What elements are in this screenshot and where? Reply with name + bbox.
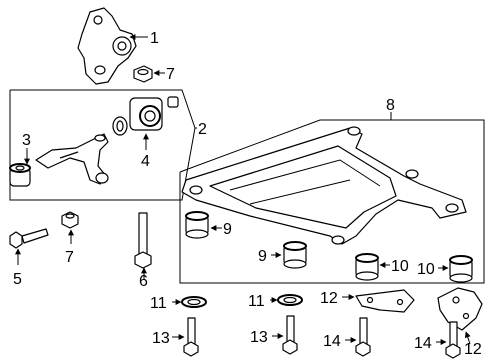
- nut-lower-part: [61, 211, 79, 229]
- callout-9-lower: 9: [258, 248, 267, 265]
- bushing-part: [9, 163, 31, 187]
- cradle-group-box: [179, 119, 485, 284]
- callout-10-right: 10: [417, 261, 435, 278]
- washer-11-left-part: [181, 296, 207, 308]
- callout-14-right: 14: [414, 335, 432, 352]
- lower-control-arm-part: [35, 133, 109, 185]
- mount-10-center-part: [355, 253, 379, 281]
- mount-9-lower-part: [283, 241, 307, 269]
- callout-5: 5: [13, 271, 22, 288]
- callout-12-left: 12: [320, 290, 338, 307]
- callout-12-right: 12: [464, 341, 482, 358]
- callout-10-center: 10: [391, 258, 409, 275]
- callout-1: 1: [150, 30, 159, 47]
- bolt-13-right-part: [282, 315, 298, 355]
- washer-11-right-part: [277, 294, 303, 306]
- mount-9-upper-part: [185, 211, 209, 239]
- rear-bushing-part: [112, 96, 179, 136]
- callout-11-right: 11: [248, 293, 265, 310]
- callout-7-top: 7: [166, 66, 175, 83]
- callout-11-left: 11: [150, 295, 167, 312]
- bolt-14-right-part: [445, 321, 461, 359]
- bolt-13-left-part: [183, 317, 199, 357]
- callout-13-right: 13: [250, 329, 268, 346]
- engine-cradle-part: [181, 126, 467, 245]
- bracket-12-left-part: [355, 289, 415, 313]
- bolt-14-left-part: [355, 317, 371, 357]
- callout-3: 3: [22, 132, 31, 149]
- callout-14-left: 14: [323, 333, 341, 350]
- callout-13-left: 13: [152, 330, 170, 347]
- bracket-12-right-part: [437, 287, 483, 331]
- callout-7-lower: 7: [65, 249, 74, 266]
- nut-part: [133, 65, 153, 83]
- callout-6: 6: [139, 273, 148, 290]
- steering-knuckle-part: [77, 7, 137, 85]
- callout-2: 2: [198, 121, 207, 138]
- leader-12-right: [464, 331, 471, 345]
- bolt-part: [9, 228, 49, 249]
- mount-10-right-part: [449, 255, 473, 283]
- callout-4: 4: [141, 153, 150, 170]
- long-bolt-part: [134, 212, 152, 269]
- callout-9-upper: 9: [223, 221, 232, 238]
- callout-8: 8: [386, 97, 395, 114]
